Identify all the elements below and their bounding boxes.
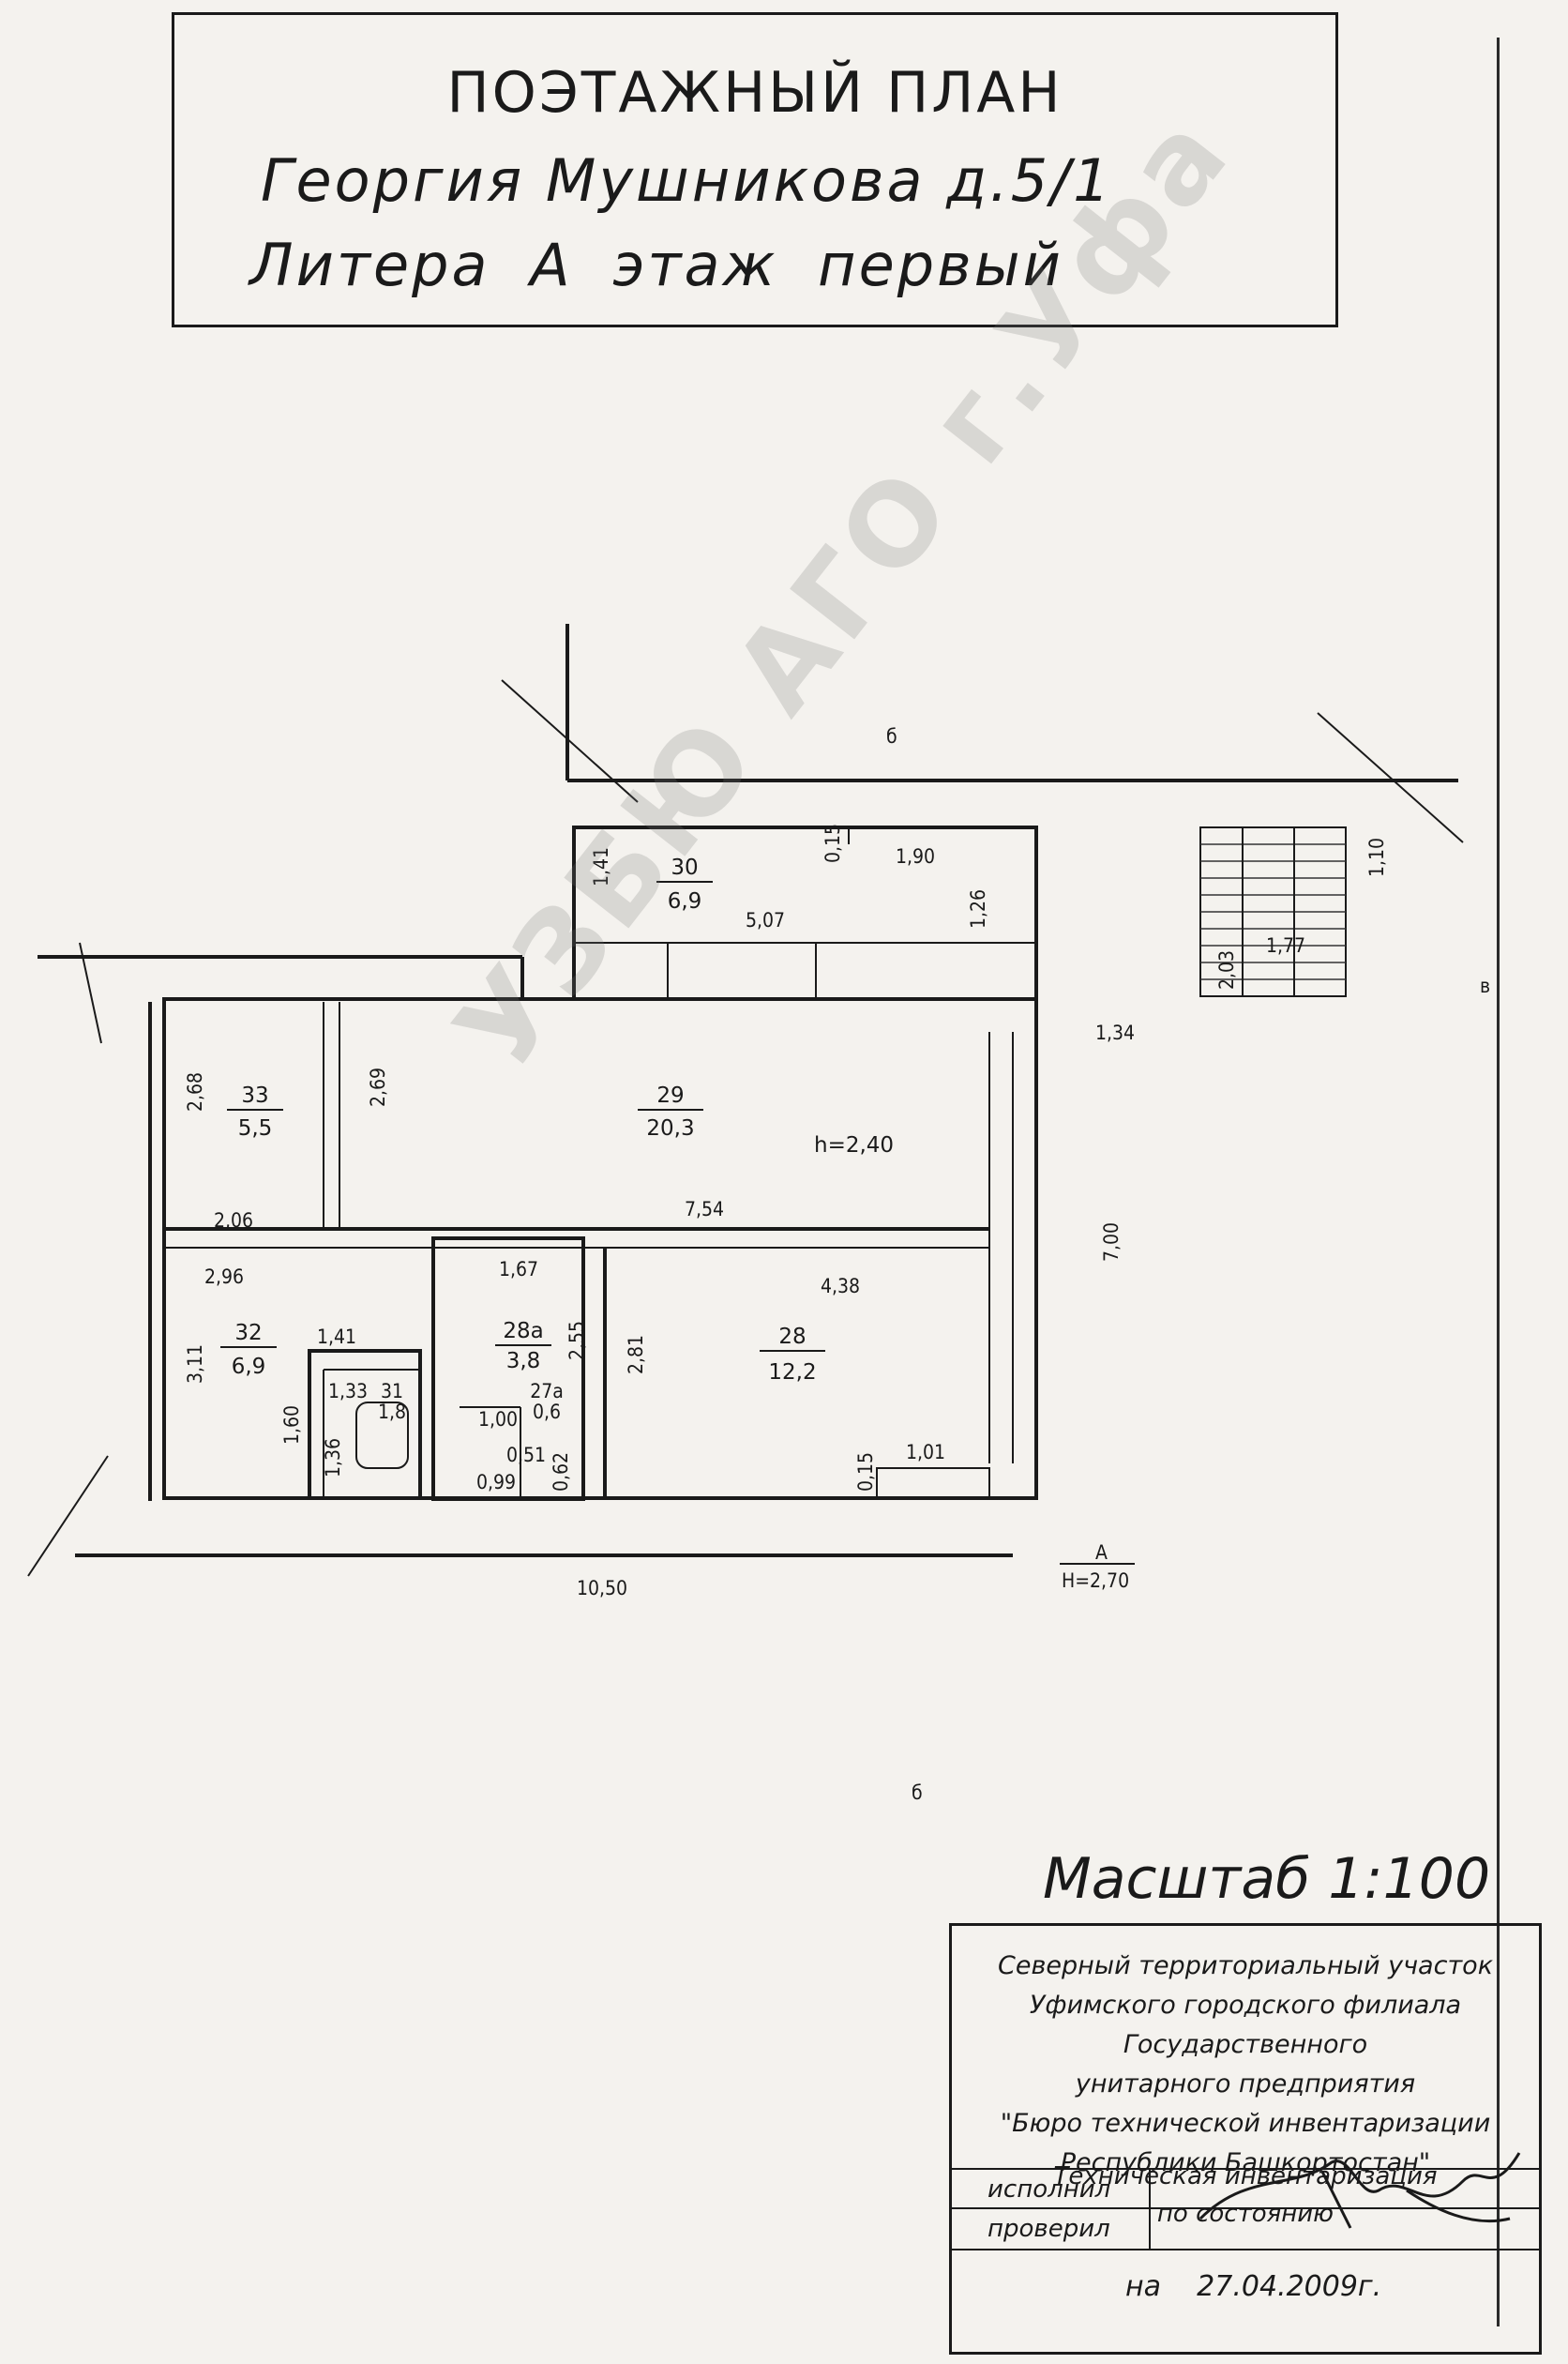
svg-text:1,8: 1,8 bbox=[378, 1401, 406, 1423]
dim-label: 1,26 bbox=[967, 889, 989, 929]
dim-label: 4,38 bbox=[821, 1275, 860, 1297]
dim-label: 1,41 bbox=[590, 847, 612, 886]
dim-label: 1,77 bbox=[1266, 934, 1305, 957]
inventory-date: на 27.04.2009г. bbox=[1125, 2270, 1382, 2303]
dim-label: 2,96 bbox=[204, 1265, 244, 1288]
room-31-label: 31 1,8 bbox=[378, 1380, 406, 1423]
dim-label: 2,03 bbox=[1215, 950, 1238, 990]
room-28-label: 28 12,2 bbox=[760, 1325, 825, 1385]
dim-label: 2,69 bbox=[367, 1068, 389, 1107]
svg-text:30: 30 bbox=[671, 856, 698, 880]
cabinet bbox=[876, 1467, 990, 1499]
plan-address: Георгия Мушникова д.5/1 bbox=[261, 146, 1113, 215]
room-28a-label: 28а 3,8 bbox=[495, 1319, 551, 1373]
dim-label: 0,99 bbox=[476, 1471, 516, 1493]
executed-label: исполнил bbox=[988, 2175, 1111, 2204]
executed-row: исполнил bbox=[952, 2168, 1539, 2209]
dim-label: 1,01 bbox=[906, 1441, 945, 1463]
dim-label: 1,60 bbox=[280, 1405, 303, 1445]
title-block: Северный территориальный участок Уфимско… bbox=[949, 1923, 1542, 2355]
svg-text:28а: 28а bbox=[503, 1319, 543, 1343]
height-room-29: h=2,40 bbox=[814, 1133, 894, 1158]
room-28a-outline bbox=[431, 1236, 585, 1501]
dim-label: 7,00 bbox=[1100, 1222, 1123, 1262]
dim-label: 1,34 bbox=[1095, 1022, 1135, 1044]
svg-text:5,5: 5,5 bbox=[238, 1116, 273, 1141]
plan-floor: Литера А этаж первый bbox=[249, 231, 1063, 299]
svg-text:32: 32 bbox=[234, 1321, 262, 1345]
dim-label: 1,10 bbox=[1365, 838, 1388, 877]
svg-text:31: 31 bbox=[381, 1380, 403, 1402]
plan-title: ПОЭТАЖНЫЙ ПЛАН bbox=[446, 60, 1063, 126]
dim-label: 1,41 bbox=[317, 1326, 356, 1348]
dim-label: 3,11 bbox=[184, 1344, 206, 1384]
dim-label: 1,00 bbox=[478, 1408, 518, 1431]
dim-label: 1,90 bbox=[896, 845, 935, 868]
svg-text:29: 29 bbox=[656, 1084, 684, 1108]
room-32-label: 32 6,9 bbox=[220, 1321, 277, 1379]
svg-text:33: 33 bbox=[241, 1084, 268, 1108]
dim-label: 2,06 bbox=[214, 1209, 253, 1232]
dim-label: 2,55 bbox=[565, 1321, 588, 1360]
svg-text:3,8: 3,8 bbox=[506, 1349, 541, 1373]
scale-label: Масштаб 1:100 bbox=[1043, 1846, 1491, 1912]
dim-label: 0,51 bbox=[506, 1444, 546, 1466]
room-29-label: 29 20,3 bbox=[638, 1084, 703, 1141]
inventory-note: Техническая инвентаризация по состоянию bbox=[1053, 2162, 1438, 2228]
room-33-label: 33 5,5 bbox=[227, 1084, 283, 1141]
liter-label: А bbox=[1095, 1541, 1108, 1564]
room-30-label: 30 6,9 bbox=[656, 856, 713, 914]
title-box: ПОЭТАЖНЫЙ ПЛАН Георгия Мушникова д.5/1 Л… bbox=[172, 12, 1338, 327]
dim-label: 1,36 bbox=[322, 1438, 344, 1478]
svg-text:6,9: 6,9 bbox=[232, 1355, 266, 1379]
room-31-outline bbox=[308, 1349, 422, 1500]
dim-label: 5,07 bbox=[746, 909, 785, 932]
dim-label: 7,54 bbox=[685, 1198, 724, 1220]
dim-label: 10,50 bbox=[577, 1577, 627, 1599]
dim-label: 0,15 bbox=[822, 824, 844, 863]
dim-label: 1,67 bbox=[499, 1258, 538, 1280]
toilet bbox=[355, 1402, 409, 1469]
checked-label: проверил bbox=[988, 2215, 1110, 2243]
dim-label: 0,15 bbox=[854, 1452, 877, 1492]
dim-label: 1,33 bbox=[328, 1380, 368, 1402]
dim-label: 0,62 bbox=[550, 1452, 572, 1492]
room-27a-label: 27а 0,6 bbox=[530, 1380, 564, 1423]
break-mark bbox=[79, 942, 102, 1044]
svg-text:28: 28 bbox=[778, 1325, 806, 1349]
svg-text:0,6: 0,6 bbox=[533, 1401, 561, 1423]
organization-name: Северный территориальный участок Уфимско… bbox=[997, 1951, 1494, 2177]
svg-text:27а: 27а bbox=[530, 1380, 564, 1402]
site-mark: в bbox=[1480, 975, 1490, 997]
break-mark bbox=[27, 1455, 109, 1577]
sheet-border bbox=[1497, 38, 1500, 2326]
break-mark bbox=[1317, 712, 1464, 843]
svg-text:6,9: 6,9 bbox=[668, 889, 702, 914]
signature bbox=[1199, 2152, 1521, 2229]
svg-text:20,3: 20,3 bbox=[646, 1116, 694, 1141]
dim-label: 2,81 bbox=[625, 1335, 647, 1374]
liter-height: H=2,70 bbox=[1062, 1569, 1129, 1592]
site-mark: б bbox=[886, 725, 897, 748]
svg-text:12,2: 12,2 bbox=[768, 1360, 816, 1385]
site-mark: б bbox=[912, 1781, 923, 1804]
checked-row: проверил bbox=[952, 2207, 1539, 2250]
break-mark bbox=[501, 679, 639, 803]
dim-label: 2,68 bbox=[184, 1072, 206, 1112]
